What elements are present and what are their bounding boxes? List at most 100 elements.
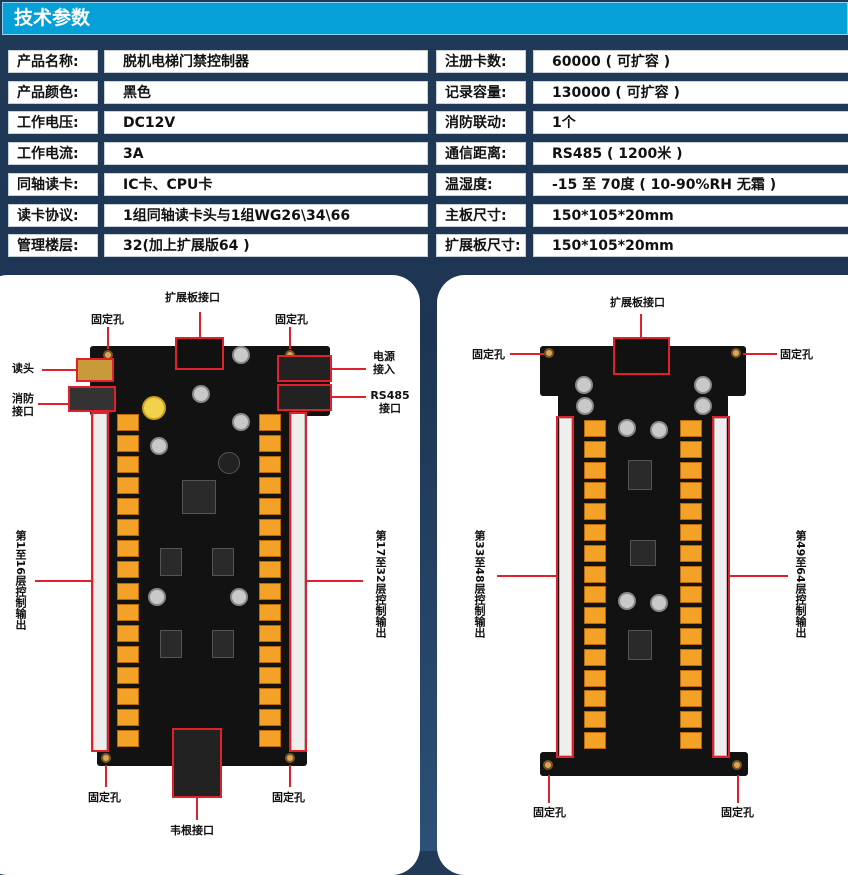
relay bbox=[680, 461, 702, 479]
fix-hole bbox=[101, 753, 111, 763]
section-title: 技术参数 bbox=[2, 2, 848, 35]
relay bbox=[259, 435, 281, 453]
relay bbox=[584, 586, 606, 604]
marker-line bbox=[332, 396, 366, 398]
coin-battery bbox=[142, 396, 166, 420]
relay bbox=[117, 645, 139, 663]
marker-line bbox=[107, 327, 109, 349]
ic-chip bbox=[628, 630, 652, 660]
relay bbox=[680, 524, 702, 541]
relay bbox=[117, 603, 139, 621]
relay bbox=[680, 628, 702, 645]
marker-line bbox=[497, 575, 556, 577]
relay bbox=[117, 519, 139, 537]
relay bbox=[584, 732, 606, 749]
fix-hole-label: 固定孔 bbox=[721, 806, 754, 819]
rs485-marker bbox=[277, 384, 332, 411]
marker-line bbox=[38, 403, 68, 405]
spec-label: 主板尺寸: bbox=[436, 203, 526, 227]
capacitor bbox=[618, 592, 636, 610]
spec-label: 同轴读卡: bbox=[8, 172, 98, 196]
relay bbox=[117, 435, 139, 453]
expansion-port-label: 扩展板接口 bbox=[165, 291, 220, 304]
wiegand-marker bbox=[172, 728, 222, 798]
spec-value: 130000 ( 可扩容 ) bbox=[533, 80, 848, 104]
spec-value: 1个 bbox=[533, 111, 848, 135]
fix-hole-label: 固定孔 bbox=[91, 313, 124, 326]
fix-hole-label: 固定孔 bbox=[780, 348, 813, 361]
relay bbox=[680, 420, 702, 437]
capacitor bbox=[694, 376, 712, 394]
spec-value: DC12V bbox=[104, 111, 428, 135]
relay bbox=[259, 456, 281, 474]
rs485-label: RS485接口 bbox=[370, 389, 410, 415]
ic-chip bbox=[212, 548, 234, 576]
relay bbox=[117, 540, 139, 558]
relay bbox=[680, 503, 702, 521]
spec-label: 扩展板尺寸: bbox=[436, 234, 526, 258]
spec-label: 通信距离: bbox=[436, 142, 526, 166]
relay bbox=[584, 669, 606, 687]
output-33-48-label: 第33至48层控制输出 bbox=[473, 530, 486, 638]
capacitor bbox=[232, 346, 250, 364]
relay bbox=[259, 519, 281, 537]
wiegand-label: 韦根接口 bbox=[170, 824, 214, 837]
relay bbox=[259, 687, 281, 705]
capacitor bbox=[230, 588, 248, 606]
relay bbox=[259, 477, 281, 495]
relay bbox=[584, 544, 606, 562]
capacitor bbox=[650, 421, 668, 439]
spec-value: 150*105*20mm bbox=[533, 234, 848, 258]
output-17-32-label: 第17至32层控制输出 bbox=[374, 530, 387, 638]
relay bbox=[584, 482, 606, 500]
relay bbox=[680, 440, 702, 458]
relay bbox=[680, 669, 702, 687]
fix-hole bbox=[731, 348, 741, 358]
mcu-chip bbox=[630, 540, 656, 566]
spec-value: RS485 ( 1200米 ) bbox=[533, 142, 848, 166]
capacitor bbox=[150, 437, 168, 455]
relay bbox=[117, 730, 139, 747]
spec-label: 管理楼层: bbox=[8, 234, 98, 258]
relay bbox=[259, 603, 281, 621]
marker-line bbox=[332, 368, 366, 370]
relay bbox=[680, 544, 702, 562]
fix-hole-label: 固定孔 bbox=[472, 348, 505, 361]
spec-label: 注册卡数: bbox=[436, 50, 526, 73]
left-output-marker bbox=[556, 416, 574, 758]
marker-line bbox=[105, 765, 107, 787]
relay bbox=[680, 690, 702, 708]
left-terminal-strip bbox=[559, 418, 572, 756]
relay bbox=[584, 440, 606, 458]
ic-chip bbox=[212, 630, 234, 658]
spec-value: 黑色 bbox=[104, 80, 428, 104]
relay bbox=[117, 708, 139, 726]
relay bbox=[259, 540, 281, 558]
buzzer bbox=[218, 452, 240, 474]
relay bbox=[680, 565, 702, 583]
relay bbox=[680, 607, 702, 625]
relay bbox=[117, 624, 139, 642]
output-1-16-label: 第1至16层控制输出 bbox=[14, 530, 27, 630]
mcu-chip bbox=[182, 480, 216, 514]
fix-hole-label: 固定孔 bbox=[88, 791, 121, 804]
relay bbox=[259, 582, 281, 600]
right-output-marker bbox=[712, 416, 730, 758]
relay bbox=[259, 498, 281, 516]
marker-line bbox=[199, 312, 201, 337]
ic-chip bbox=[628, 460, 652, 490]
spec-value: 脱机电梯门禁控制器 bbox=[104, 50, 428, 73]
capacitor bbox=[232, 413, 250, 431]
relay bbox=[117, 498, 139, 516]
relay bbox=[584, 607, 606, 625]
spec-label: 工作电压: bbox=[8, 111, 98, 135]
relay bbox=[584, 648, 606, 666]
right-terminal-strip bbox=[714, 418, 727, 756]
relay bbox=[584, 524, 606, 541]
spec-value: 1组同轴读卡头与1组WG26\34\66 bbox=[104, 203, 428, 227]
spec-value: 60000 ( 可扩容 ) bbox=[533, 50, 848, 73]
fix-hole bbox=[544, 348, 554, 358]
capacitor bbox=[192, 385, 210, 403]
marker-line bbox=[42, 369, 76, 371]
fix-hole-label: 固定孔 bbox=[272, 791, 305, 804]
